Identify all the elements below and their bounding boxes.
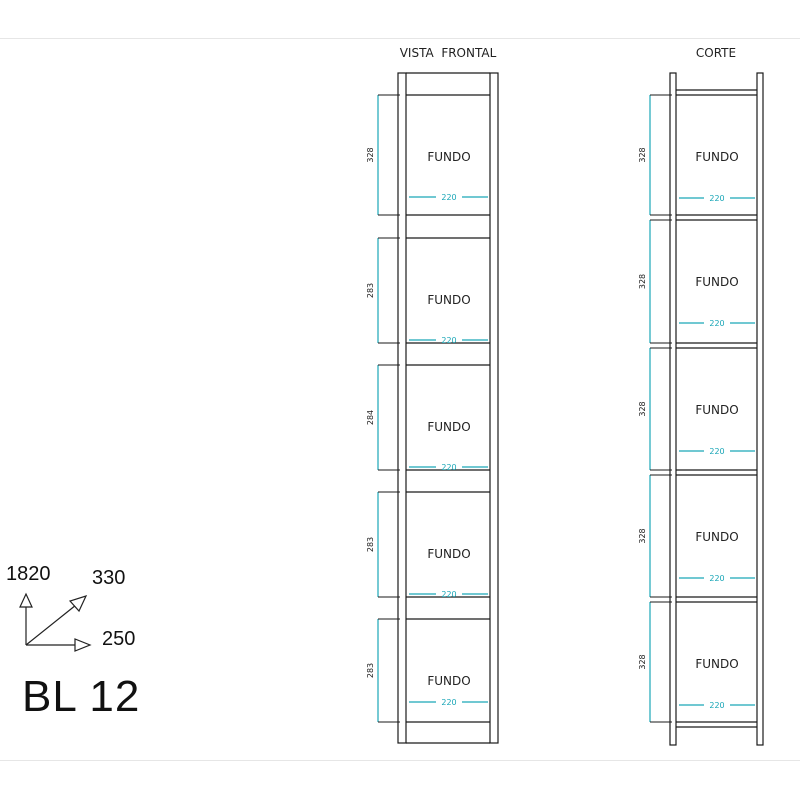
- front-left-side: [397, 72, 407, 744]
- section-compartment-label: FUNDO: [695, 530, 738, 544]
- section-height-label: 328: [638, 274, 647, 289]
- front-height-label: 284: [366, 410, 375, 425]
- depth-axis-line: [25, 604, 77, 646]
- front-width-label: 220: [441, 698, 456, 707]
- front-width-label: 220: [441, 590, 456, 599]
- dimension-axes: [19, 592, 92, 652]
- overall-height-value: 1820: [6, 563, 51, 585]
- section-compartment-label: FUNDO: [695, 657, 738, 671]
- front-height-label: 283: [366, 663, 375, 678]
- section-height-label: 328: [638, 147, 647, 162]
- front-compartment-label: FUNDO: [427, 293, 470, 307]
- front-right-side: [489, 72, 499, 744]
- overall-depth-value: 330: [92, 567, 126, 589]
- overall-width-value: 250: [102, 628, 136, 650]
- section-height-label: 328: [638, 528, 647, 543]
- section-width-label: 220: [709, 319, 724, 328]
- section-compartment-label: FUNDO: [695, 150, 738, 164]
- height-axis-arrow: [19, 592, 33, 608]
- section-compartment-label: FUNDO: [695, 275, 738, 289]
- front-compartment-label: FUNDO: [427, 150, 470, 164]
- width-axis-arrow: [74, 638, 92, 652]
- section-width-label: 220: [709, 701, 724, 710]
- front-compartment-label: FUNDO: [427, 547, 470, 561]
- front-width-label: 220: [441, 336, 456, 345]
- section-right-side: [756, 72, 764, 746]
- product-code: BL 12: [22, 672, 141, 721]
- front-height-label: 283: [366, 537, 375, 552]
- bottom-border: [0, 760, 800, 761]
- section-width-label: 220: [709, 447, 724, 456]
- section-height-label: 328: [638, 401, 647, 416]
- section-width-label: 220: [709, 574, 724, 583]
- front-height-label: 283: [366, 283, 375, 298]
- front-view-title: VISTA FRONTAL: [400, 46, 497, 60]
- front-width-label: 220: [441, 193, 456, 202]
- front-compartment-label: FUNDO: [427, 420, 470, 434]
- front-height-label: 328: [366, 147, 375, 162]
- front-width-label: 220: [441, 463, 456, 472]
- top-border: [0, 38, 800, 39]
- section-left-side: [669, 72, 677, 746]
- section-view-title: CORTE: [696, 46, 736, 60]
- section-width-label: 220: [709, 194, 724, 203]
- depth-axis-arrow: [68, 595, 88, 613]
- section-height-label: 328: [638, 654, 647, 669]
- front-compartment-label: FUNDO: [427, 674, 470, 688]
- section-compartment-label: FUNDO: [695, 403, 738, 417]
